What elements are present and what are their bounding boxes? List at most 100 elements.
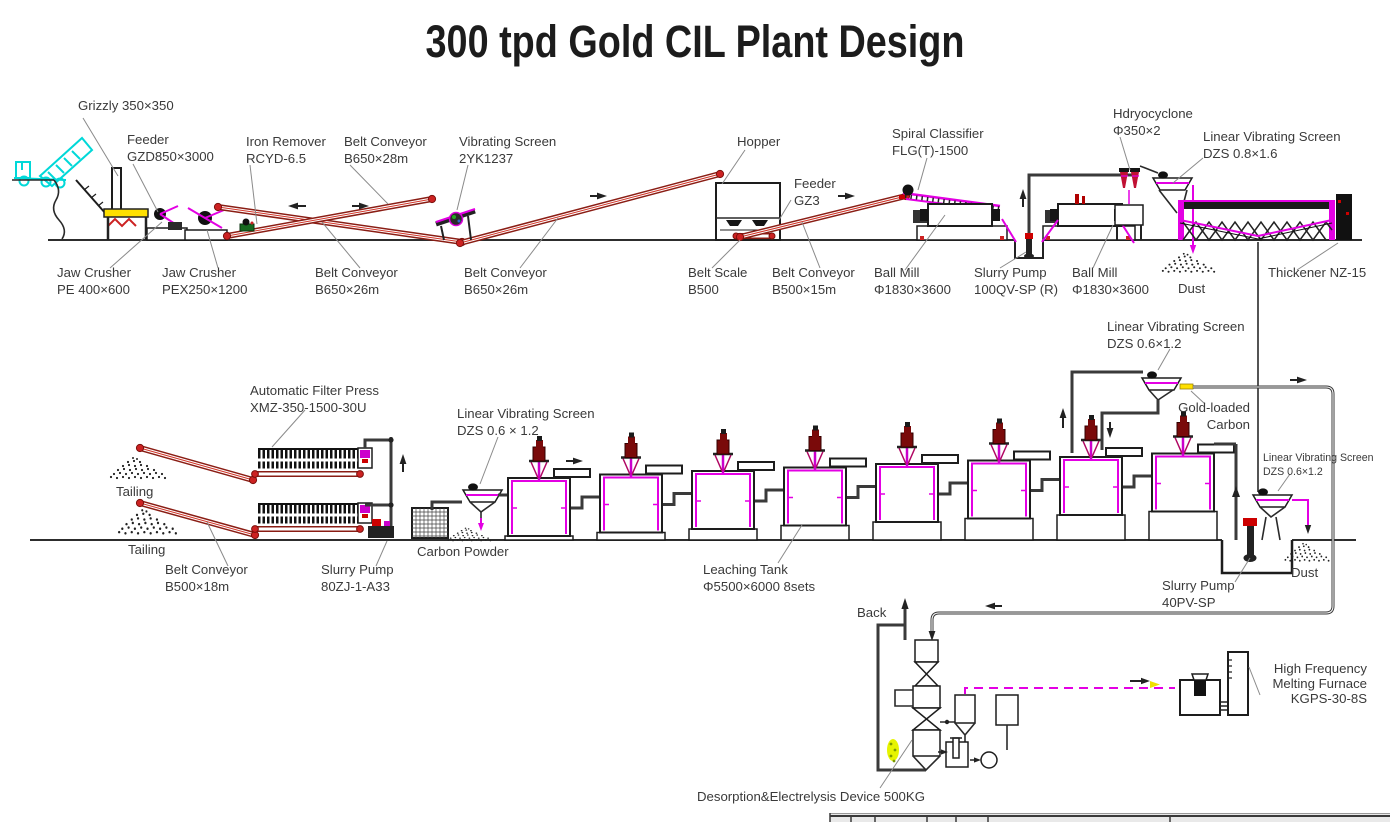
tank8-pump-circuit xyxy=(1214,442,1294,575)
yellow-flow-arrow xyxy=(1150,681,1160,688)
svg-text:B500: B500 xyxy=(688,282,719,297)
gold-loaded-carbon-marker xyxy=(1179,383,1194,390)
title-block-strip xyxy=(829,813,1390,822)
label-back: Back xyxy=(857,605,887,620)
label-tailing1: Tailing xyxy=(116,484,153,499)
belt-conveyor-b500-18m-lower xyxy=(135,498,260,540)
jaw-crusher-pe400 xyxy=(146,205,188,241)
label-gold-carbon: Gold-loaded xyxy=(1178,400,1250,415)
label-vibrating-screen: Vibrating Screen xyxy=(459,134,556,149)
svg-text:100QV-SP (R): 100QV-SP (R) xyxy=(974,282,1058,297)
label-feeder2: Feeder xyxy=(794,176,836,191)
linear-screen-dzs06-first xyxy=(462,482,508,531)
leaching-tank-5 xyxy=(874,420,960,524)
carbon-box xyxy=(411,500,462,539)
eluate-line-to-furnace xyxy=(964,677,1175,694)
label-ball-mill2: Ball Mill xyxy=(1072,265,1117,280)
svg-text:DZS 0.6×1.2: DZS 0.6×1.2 xyxy=(1107,336,1181,351)
svg-text:PEX250×1200: PEX250×1200 xyxy=(162,282,247,297)
svg-text:PE 400×600: PE 400×600 xyxy=(57,282,130,297)
vibrating-screen-2yk xyxy=(435,208,476,241)
filter-press-piping xyxy=(363,437,407,533)
ball-mill-2 xyxy=(1042,194,1136,241)
feeder-gzd850 xyxy=(103,208,149,240)
linear-screen-dzs06-small xyxy=(1252,487,1312,541)
tailing-pile-1 xyxy=(109,457,167,480)
label-ball-mill1: Ball Mill xyxy=(874,265,919,280)
svg-text:DZS 0.6×1.2: DZS 0.6×1.2 xyxy=(1263,466,1323,478)
svg-text:B500×18m: B500×18m xyxy=(165,579,229,594)
label-furnace: High Frequency xyxy=(1274,661,1367,676)
label-filter-press: Automatic Filter Press xyxy=(250,383,379,398)
pump-pit xyxy=(1220,540,1294,575)
feeder-gz3-device xyxy=(726,220,768,226)
label-thickener: Thickener NZ-15 xyxy=(1268,265,1366,280)
melting-furnace xyxy=(1179,651,1249,716)
belt-conveyor-b650-28m xyxy=(222,194,437,241)
thickener-drive-tower xyxy=(1336,194,1352,240)
label-grizzly: Grizzly 350×350 xyxy=(78,98,174,113)
svg-text:GZ3: GZ3 xyxy=(794,193,820,208)
svg-text:B650×28m: B650×28m xyxy=(344,151,408,166)
crucible xyxy=(1194,680,1206,696)
furnace-power-cabinet xyxy=(1227,651,1249,716)
label-hydrocyclone: Hdryocyclone xyxy=(1113,106,1193,121)
label-belt-scale: Belt Scale xyxy=(688,265,747,280)
leaching-tank-2 xyxy=(598,431,684,534)
label-hopper: Hopper xyxy=(737,134,781,149)
slurry-pump-pit-100qv xyxy=(1014,233,1044,259)
label-iron-remover: Iron Remover xyxy=(246,134,326,149)
svg-text:Φ350×2: Φ350×2 xyxy=(1113,123,1161,138)
label-slurry-pump-40: Slurry Pump xyxy=(1162,578,1235,593)
label-slurry-pump-100: Slurry Pump xyxy=(974,265,1047,280)
label-feeder1: Feeder xyxy=(127,132,169,147)
leaching-tanks xyxy=(504,410,1236,541)
label-jaw-crusher1: Jaw Crusher xyxy=(57,265,132,280)
label-belt-conveyor-15: Belt Conveyor xyxy=(772,265,855,280)
svg-text:DZS 0.6 × 1.2: DZS 0.6 × 1.2 xyxy=(457,423,539,438)
linear-screen-dzs08 xyxy=(1152,170,1197,254)
grizzly-bars xyxy=(83,185,104,207)
label-spiral-classifier: Spiral Classifier xyxy=(892,126,984,141)
jaw-crusher-pex250 xyxy=(184,207,228,241)
dust-pile-1 xyxy=(1161,252,1216,273)
label-lvs06a: Linear Vibrating Screen xyxy=(1107,319,1245,334)
label-belt-conveyor-18: Belt Conveyor xyxy=(165,562,248,577)
svg-text:Carbon: Carbon xyxy=(1207,417,1250,432)
label-slurry-pump-80: Slurry Pump xyxy=(321,562,394,577)
svg-text:DZS 0.8×1.6: DZS 0.8×1.6 xyxy=(1203,146,1277,161)
leaching-tank-3 xyxy=(690,427,776,531)
sample-blob xyxy=(887,739,899,763)
label-belt-conveyor-28: Belt Conveyor xyxy=(344,134,427,149)
flow-arrows-crushing xyxy=(288,192,855,210)
hydrocyclone xyxy=(1114,165,1159,240)
label-lvs08: Linear Vibrating Screen xyxy=(1203,129,1341,144)
leader-lines xyxy=(82,117,1339,789)
svg-text:XMZ-350-1500-30U: XMZ-350-1500-30U xyxy=(250,400,367,415)
carbon-return-pipe xyxy=(928,376,1335,641)
belt-conveyor-b650-26m-long xyxy=(455,169,725,248)
label-leaching-tank: Leaching Tank xyxy=(703,562,788,577)
label-carbon-powder: Carbon Powder xyxy=(417,544,509,559)
svg-text:KGPS-30-8S: KGPS-30-8S xyxy=(1291,691,1367,706)
label-tailing2: Tailing xyxy=(128,542,165,557)
svg-text:B650×26m: B650×26m xyxy=(464,282,528,297)
leaching-tank-4 xyxy=(782,424,868,527)
svg-text:80ZJ-1-A33: 80ZJ-1-A33 xyxy=(321,579,390,594)
leaching-tank-6 xyxy=(966,417,1052,520)
desorption-column xyxy=(876,598,1019,772)
svg-text:Φ1830×3600: Φ1830×3600 xyxy=(874,282,951,297)
ball-mill-1 xyxy=(913,203,1008,241)
svg-text:40PV-SP: 40PV-SP xyxy=(1162,595,1216,610)
svg-text:Φ5500×6000 8sets: Φ5500×6000 8sets xyxy=(703,579,815,594)
thickener xyxy=(1178,194,1352,242)
leaching-tank-1 xyxy=(506,434,592,538)
svg-text:FLG(T)-1500: FLG(T)-1500 xyxy=(892,143,968,158)
label-dust1: Dust xyxy=(1178,281,1205,296)
label-desorption: Desorption&Electrelysis Device 500KG xyxy=(697,789,925,804)
inter-tank-pipes xyxy=(570,474,1154,510)
cliff-wavy-line xyxy=(52,179,66,240)
filter-press-1 xyxy=(251,447,373,478)
belt-conveyor-b650-26m-first xyxy=(213,202,467,247)
